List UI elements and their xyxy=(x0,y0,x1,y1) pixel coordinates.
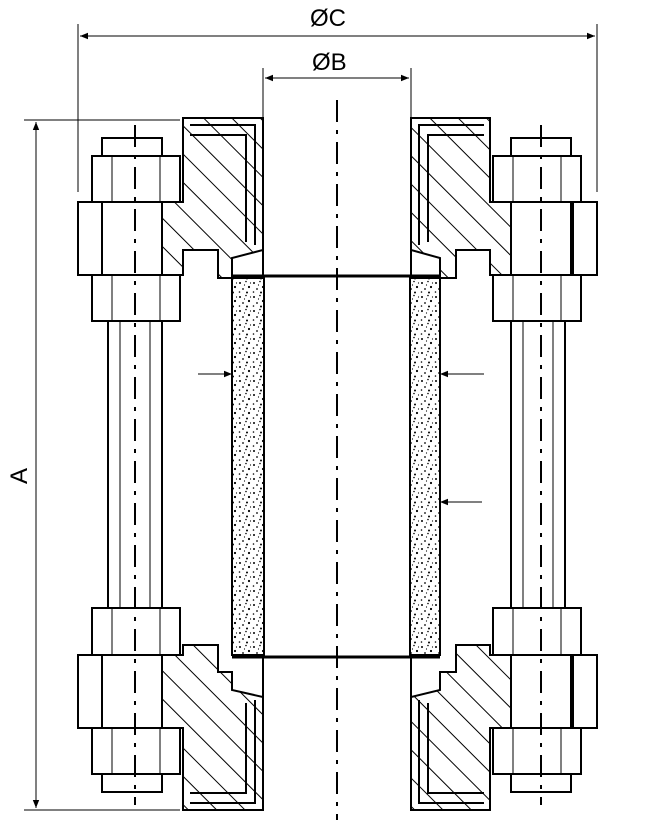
label-height: A xyxy=(6,468,33,484)
label-overall-diameter: ØC xyxy=(310,5,346,32)
dimension-overall-diameter: ØC xyxy=(77,5,598,192)
sight-glass-tube xyxy=(231,274,441,659)
dimension-height: A xyxy=(6,119,180,811)
top-nut-left xyxy=(91,137,181,322)
tie-rod-right xyxy=(510,317,566,611)
center-lines xyxy=(134,100,542,820)
label-bore-diameter: ØB xyxy=(312,49,347,76)
dimension-bore-diameter: ØB xyxy=(262,49,412,118)
